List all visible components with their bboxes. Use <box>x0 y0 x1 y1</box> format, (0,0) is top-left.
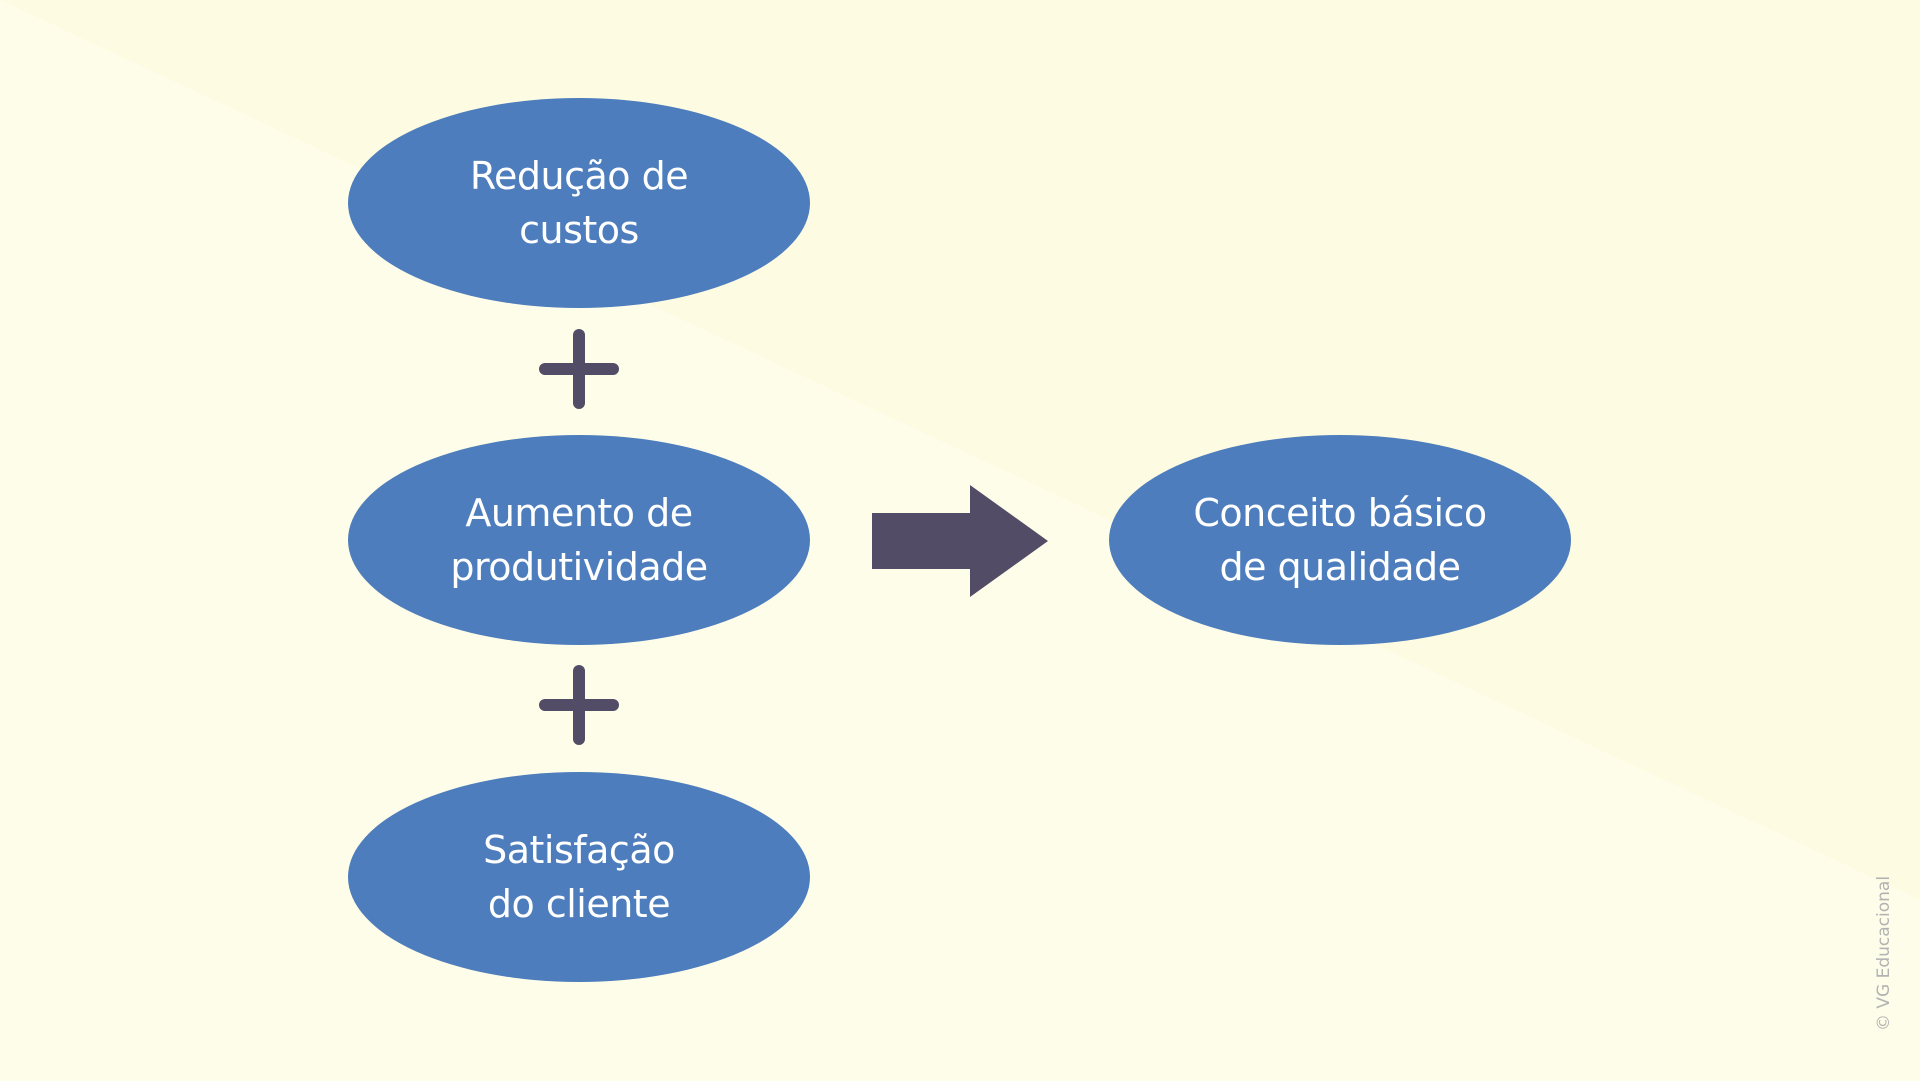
plus-icon <box>539 665 619 745</box>
ellipse-label-line1: Conceito básico <box>1193 491 1487 535</box>
ellipse-label-line1: Aumento de <box>465 491 693 535</box>
ellipse-satisfacao-do-cliente: Satisfação do cliente <box>348 772 810 982</box>
ellipse-label-line1: Satisfação <box>483 828 675 872</box>
ellipse-label-line2: produtividade <box>450 545 708 589</box>
ellipse-reducao-de-custos: Redução de custos <box>348 98 810 308</box>
ellipse-conceito-basico-de-qualidade: Conceito básico de qualidade <box>1109 435 1571 645</box>
ellipse-aumento-de-produtividade: Aumento de produtividade <box>348 435 810 645</box>
ellipse-label-line1: Redução de <box>469 154 689 198</box>
ellipse-label-line2: custos <box>519 208 639 252</box>
arrow-right-icon <box>872 485 1048 597</box>
copyright-notice: © VG Educacional <box>1874 875 1894 1031</box>
ellipse-label-line2: de qualidade <box>1219 545 1461 589</box>
ellipse-label-line2: do cliente <box>487 882 671 926</box>
plus-icon <box>539 329 619 409</box>
